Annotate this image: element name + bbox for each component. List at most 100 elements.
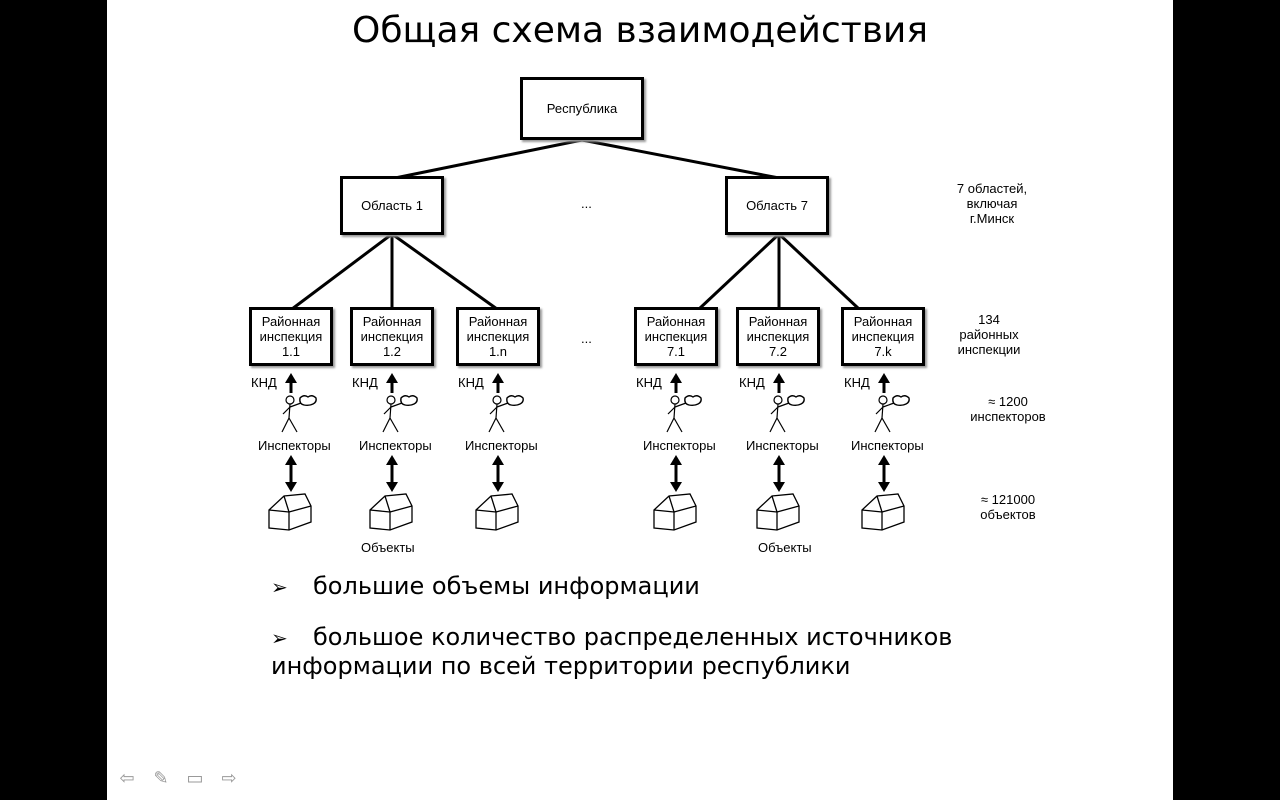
- knd-arrow-head: [773, 373, 785, 383]
- inspection-line2: инспекция: [746, 329, 810, 344]
- menu-icon[interactable]: ▭: [186, 768, 204, 788]
- inspectors-label: Инспекторы: [359, 438, 432, 453]
- bullet-item: ➢большое количество распределенных источ…: [271, 623, 991, 680]
- note-line: включая: [966, 196, 1018, 211]
- knd-label: КНД: [636, 375, 662, 390]
- house-icon: [756, 493, 800, 531]
- node-label: Область 7: [746, 198, 808, 213]
- double-arrow-head-down: [492, 482, 504, 492]
- double-arrow-head-down: [773, 482, 785, 492]
- note-line: ≈ 121000: [980, 492, 1036, 507]
- inspector-icon: [488, 395, 524, 433]
- inspection-id: 7.1: [666, 344, 686, 359]
- node-region-7: Область 7: [725, 176, 829, 235]
- objects-label: Объекты: [758, 540, 812, 555]
- connector-line: [291, 232, 393, 311]
- pen-icon[interactable]: ✎: [153, 768, 169, 788]
- knd-arrow-head: [878, 373, 890, 383]
- ellipsis: ...: [581, 331, 592, 346]
- inspection-line2: инспекция: [360, 329, 424, 344]
- inspector-column: [653, 373, 702, 531]
- knd-arrow-head: [285, 373, 297, 383]
- knd-label: КНД: [352, 375, 378, 390]
- inspection-id: 1.n: [488, 344, 508, 359]
- knd-arrow-head: [670, 373, 682, 383]
- knd-label: КНД: [458, 375, 484, 390]
- inspector-column: [268, 373, 317, 531]
- inspector-icon: [382, 395, 418, 433]
- inspection-id: 7.k: [874, 344, 892, 359]
- node-label: Республика: [546, 101, 618, 116]
- prev-arrow-icon[interactable]: ⇦: [119, 768, 135, 788]
- note-inspectors: ≈ 1200 инспекторов: [938, 394, 1078, 424]
- knd-label: КНД: [739, 375, 765, 390]
- arrow-bullet-icon: ➢: [271, 626, 288, 650]
- double-arrow-head-up: [670, 455, 682, 465]
- inspector-column: [756, 373, 805, 531]
- double-arrow-head-down: [878, 482, 890, 492]
- inspector-icon: [666, 395, 702, 433]
- inspection-line1: Районная: [261, 314, 321, 329]
- double-arrow-head-up: [285, 455, 297, 465]
- note-line: 134: [978, 312, 1000, 327]
- slide: Общая схема взаимодействия Республика Об…: [107, 0, 1173, 800]
- inspection-line2: инспекция: [851, 329, 915, 344]
- double-arrow-head-up: [878, 455, 890, 465]
- house-icon: [861, 493, 905, 531]
- next-arrow-icon[interactable]: ⇨: [221, 768, 237, 788]
- inspectors-label: Инспекторы: [746, 438, 819, 453]
- knd-arrow-head: [386, 373, 398, 383]
- house-icon: [369, 493, 413, 531]
- note-line: объектов: [980, 507, 1036, 522]
- knd-label: КНД: [844, 375, 870, 390]
- arrow-bullet-icon: ➢: [271, 575, 288, 599]
- inspector-icon: [281, 395, 317, 433]
- note-inspections: 134 районных инспекции: [919, 312, 1059, 357]
- connector-line: [581, 138, 780, 180]
- knd-label: КНД: [251, 375, 277, 390]
- ellipsis: ...: [581, 196, 592, 211]
- house-icon: [268, 493, 312, 531]
- connector-line: [391, 232, 498, 311]
- connector-line: [394, 138, 583, 180]
- inspection-line1: Районная: [853, 314, 913, 329]
- inspection-id: 7.2: [768, 344, 788, 359]
- inspection-line2: инспекция: [259, 329, 323, 344]
- note-line: 7 областей,: [956, 181, 1028, 196]
- inspection-line1: Районная: [362, 314, 422, 329]
- bullet-item: ➢ большие объемы информации: [271, 572, 991, 601]
- inspector-column: [861, 373, 910, 531]
- hierarchy-diagram: [268, 138, 910, 531]
- inspectors-label: Инспекторы: [258, 438, 331, 453]
- inspector-column: [369, 373, 418, 531]
- inspector-column: [475, 373, 524, 531]
- bullet-text: большие объемы информации: [313, 572, 700, 600]
- double-arrow-head-down: [386, 482, 398, 492]
- node-region-1: Область 1: [340, 176, 444, 235]
- inspection-id: 1.2: [382, 344, 402, 359]
- note-regions: 7 областей, включая г.Минск: [922, 181, 1062, 226]
- inspector-icon: [769, 395, 805, 433]
- double-arrow-head-down: [670, 482, 682, 492]
- inspection-line1: Районная: [748, 314, 808, 329]
- note-line: г.Минск: [969, 211, 1015, 226]
- slideshow-nav: ⇦ ✎ ▭ ⇨: [117, 768, 239, 788]
- objects-label: Объекты: [361, 540, 415, 555]
- node-label: Область 1: [361, 198, 423, 213]
- connector-line: [697, 232, 781, 311]
- bullet-list: ➢ большие объемы информации ➢большое коли…: [271, 572, 991, 702]
- node-republic: Республика: [520, 77, 644, 140]
- inspection-line2: инспекция: [466, 329, 530, 344]
- note-line: инспекторов: [970, 409, 1046, 424]
- slide-title: Общая схема взаимодействия: [352, 10, 928, 51]
- connector-line: [777, 232, 861, 311]
- note-line: районных: [959, 327, 1019, 342]
- inspection-id: 1.1: [281, 344, 301, 359]
- inspectors-label: Инспекторы: [851, 438, 924, 453]
- double-arrow-head-up: [773, 455, 785, 465]
